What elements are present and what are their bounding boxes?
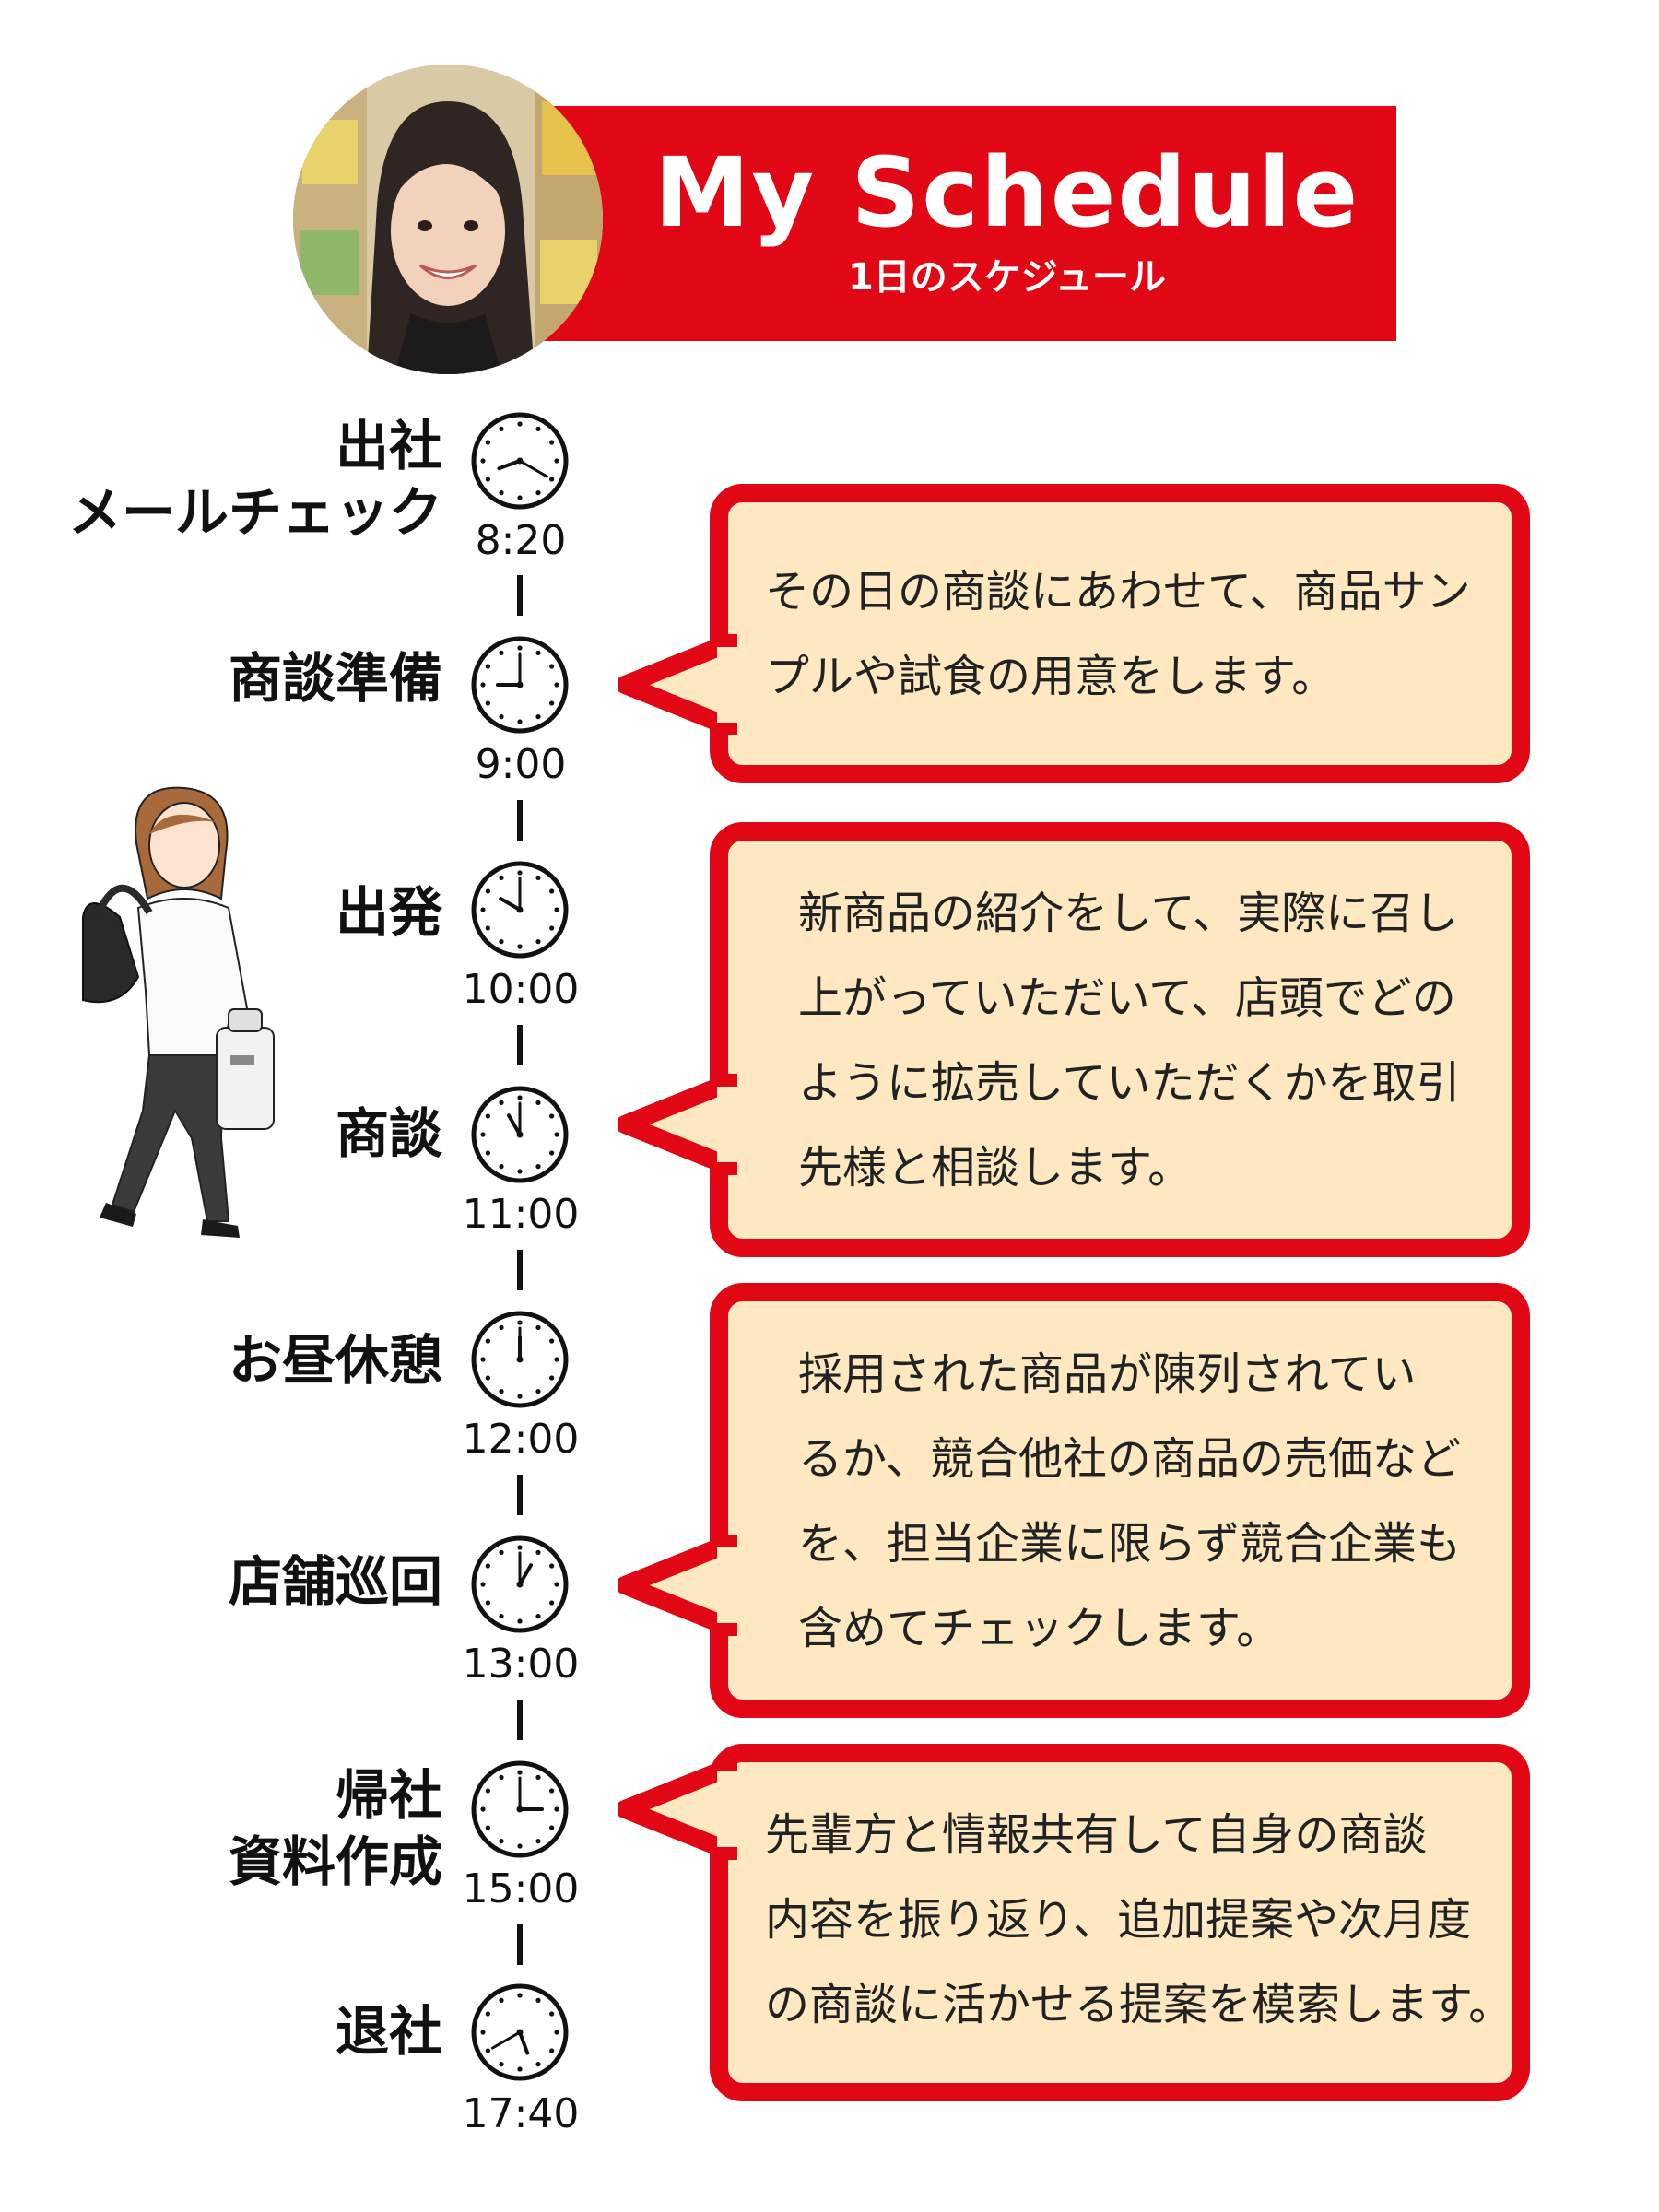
schedule-time: 15:00	[462, 1865, 580, 1912]
avatar	[293, 65, 603, 374]
timeline-connector	[517, 1700, 523, 1740]
schedule-label-return: 帰社 資料作成	[228, 1764, 442, 1893]
title-banner: My Schedule 1日のスケジュール	[516, 106, 1396, 341]
timeline-connector	[517, 800, 523, 841]
schedule-label-prep: 商談準備	[228, 647, 442, 710]
page-title: My Schedule	[653, 136, 1360, 249]
clock-icon	[471, 1983, 569, 2081]
clock-icon	[471, 636, 569, 734]
schedule-time: 13:00	[462, 1641, 580, 1688]
bubble-text: その日の商談にあわせて、商品サン プルや試食の用意をします。	[765, 566, 1471, 702]
clock-icon	[471, 861, 569, 959]
bubble-text: 採用された商品が陳列されてい るか、競合他社の商品の売価など を、担当企業に限ら…	[798, 1348, 1462, 1654]
schedule-label-departure: 出発	[335, 881, 442, 944]
timeline-connector	[517, 1475, 523, 1515]
timeline-connector	[517, 1924, 523, 1965]
clock-icon	[471, 1086, 569, 1183]
bubble-pointer	[618, 634, 737, 735]
schedule-label-arrival: 出社 メールチェック	[67, 415, 442, 544]
schedule-time: 10:00	[462, 966, 580, 1013]
clock-icon	[471, 1311, 569, 1408]
bubble-pointer	[618, 1759, 737, 1860]
description-bubble	[710, 822, 1530, 1257]
schedule-time: 8:20	[475, 517, 567, 564]
timeline-connector	[517, 1025, 523, 1065]
description-bubble	[710, 1744, 1530, 2101]
bubble-pointer	[618, 1074, 737, 1175]
clock-icon	[471, 1535, 569, 1633]
schedule-time: 17:40	[462, 2090, 580, 2137]
description-bubble	[710, 1283, 1530, 1718]
bubble-text: 新商品の紹介をして、実際に召し 上がっていただいて、店頭でどの ように拡売してい…	[798, 888, 1461, 1194]
timeline-connector	[517, 1250, 523, 1290]
clock-icon	[471, 412, 569, 510]
schedule-time: 11:00	[462, 1191, 580, 1238]
timeline-connector	[517, 575, 523, 616]
schedule-label-leave: 退社	[335, 2000, 442, 2063]
schedule-time: 9:00	[475, 741, 567, 788]
schedule-label-meeting: 商談	[335, 1102, 442, 1165]
schedule-label-lunch: お昼休憩	[228, 1329, 442, 1392]
schedule-time: 12:00	[462, 1416, 580, 1463]
bubble-pointer	[618, 1535, 737, 1636]
schedule-label-store-visit: 店舗巡回	[228, 1550, 442, 1613]
description-bubble	[710, 484, 1530, 783]
walking-woman-illustration	[82, 786, 275, 1238]
page-subtitle: 1日のスケジュール	[847, 256, 1167, 299]
clock-icon	[471, 1760, 569, 1858]
bubble-text: 先輩方と情報共有して自身の商談 内容を振り返り、追加提案や次月度 の商談に活かせ…	[765, 1809, 1513, 2030]
